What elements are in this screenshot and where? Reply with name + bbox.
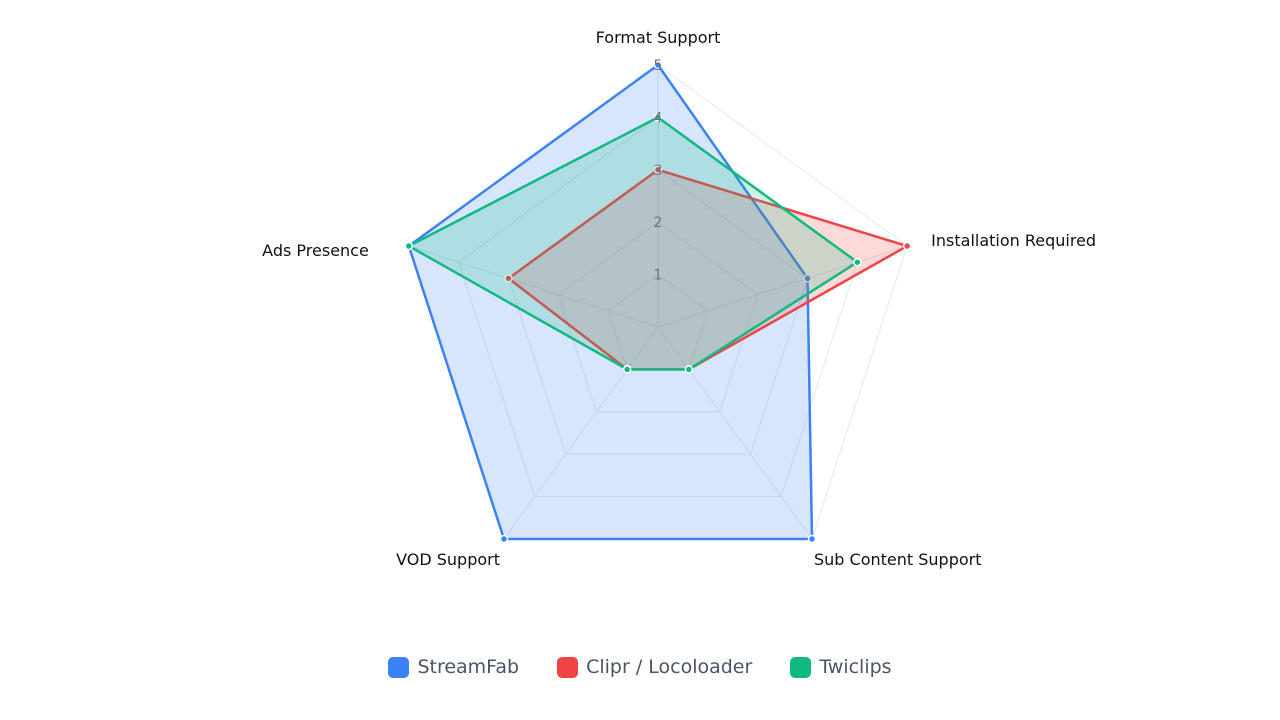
data-point[interactable] bbox=[653, 60, 663, 70]
axis-label: Sub Content Support bbox=[814, 550, 982, 569]
axis-label: Format Support bbox=[596, 28, 721, 47]
legend-swatch bbox=[388, 656, 410, 678]
radar-tick-labels: 1 2 3 4 5 bbox=[654, 58, 663, 284]
tick-label: 4 bbox=[654, 110, 663, 126]
series-2 bbox=[404, 113, 862, 374]
series-0 bbox=[404, 60, 817, 544]
tick-label: 5 bbox=[654, 58, 663, 74]
data-point[interactable] bbox=[404, 241, 414, 251]
legend-label: StreamFab bbox=[417, 656, 520, 678]
grid-spoke bbox=[408, 245, 659, 328]
legend-item[interactable]: Clipr / Locoloader bbox=[557, 656, 752, 678]
legend-item[interactable]: Twiclips bbox=[790, 656, 892, 678]
tick-label: 1 bbox=[654, 268, 663, 284]
data-point[interactable] bbox=[499, 534, 509, 544]
legend: StreamFab Clipr / Locoloader Twiclips bbox=[0, 656, 1280, 678]
grid-spoke bbox=[503, 326, 659, 540]
data-point[interactable] bbox=[807, 534, 817, 544]
legend-item[interactable]: StreamFab bbox=[388, 656, 519, 678]
series-area bbox=[406, 115, 860, 371]
grid-spoke bbox=[657, 326, 813, 540]
radar-series bbox=[404, 60, 912, 544]
data-point[interactable] bbox=[653, 113, 663, 122]
legend-label: Clipr / Locoloader bbox=[586, 656, 753, 678]
data-point[interactable] bbox=[902, 241, 912, 251]
data-point[interactable] bbox=[622, 365, 632, 374]
axis-label: Installation Required bbox=[931, 231, 1096, 250]
legend-label: Twiclips bbox=[819, 656, 892, 678]
axis-label: Ads Presence bbox=[262, 241, 369, 260]
grid-ring bbox=[557, 221, 759, 413]
legend-swatch bbox=[557, 656, 579, 678]
tick-label: 2 bbox=[654, 215, 663, 231]
grid-spoke bbox=[657, 245, 908, 328]
data-point[interactable] bbox=[684, 365, 694, 374]
data-point[interactable] bbox=[653, 165, 663, 175]
data-point[interactable] bbox=[504, 274, 513, 283]
data-point[interactable] bbox=[853, 257, 862, 267]
data-point[interactable] bbox=[803, 274, 812, 283]
tick-label: 3 bbox=[654, 163, 663, 179]
axis-label: VOD Support bbox=[396, 550, 500, 569]
series-area bbox=[407, 63, 814, 541]
legend-swatch bbox=[790, 656, 812, 678]
